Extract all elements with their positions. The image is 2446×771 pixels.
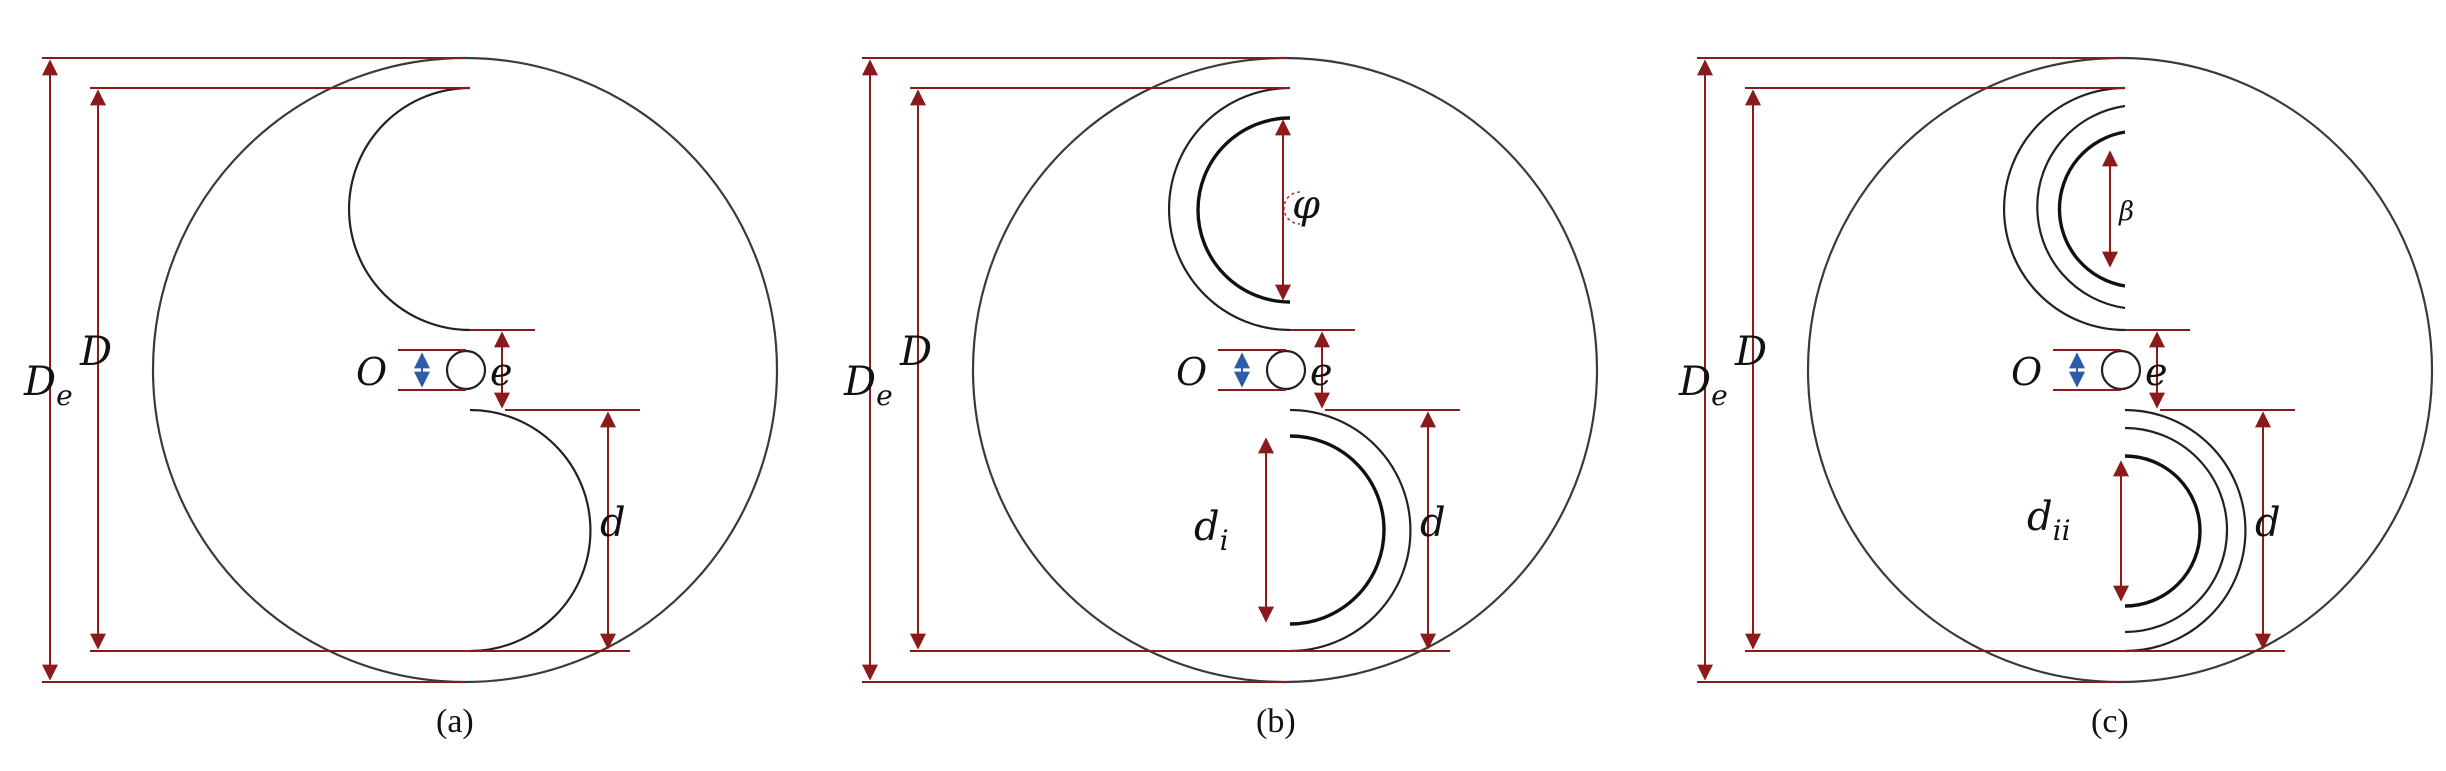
outer-circle bbox=[971, 56, 1599, 684]
shaft-circle bbox=[1265, 349, 1307, 391]
panel-caption-b: (b) bbox=[1256, 703, 1296, 740]
rotor-diameter-label: D bbox=[79, 329, 112, 375]
shaft-label: O bbox=[2011, 350, 2042, 394]
shaft-circle bbox=[2100, 349, 2142, 391]
upper-blade bbox=[2002, 86, 2126, 332]
upper-inner-blade bbox=[2057, 130, 2126, 288]
lower-middle-blade bbox=[2124, 426, 2229, 634]
inner-blade-label: dii bbox=[2027, 494, 2071, 547]
lower-inner-blade bbox=[2124, 454, 2202, 608]
upper-blade bbox=[347, 86, 471, 332]
outer-diameter-label: De bbox=[1678, 359, 1728, 412]
upper-inner-blade bbox=[1196, 116, 1291, 304]
shaft-circle bbox=[445, 349, 487, 391]
blade-diameter-label: d bbox=[600, 500, 626, 546]
lower-blade bbox=[469, 408, 592, 653]
angle-label: φ bbox=[1292, 182, 1320, 228]
panel-b: De D O e d di φ (b) bbox=[843, 56, 1599, 740]
outer-diameter-label: De bbox=[23, 359, 73, 412]
inner-blade-label: di bbox=[1194, 504, 1229, 557]
panel-a: De D O e d (a) bbox=[23, 56, 779, 740]
lower-blade bbox=[1289, 408, 1412, 653]
blade-diameter-label: d bbox=[2255, 500, 2281, 546]
shaft-label: O bbox=[1176, 350, 1207, 394]
outer-circle bbox=[151, 56, 779, 684]
blade-diameter-label: d bbox=[1420, 500, 1446, 546]
panel-caption-a: (a) bbox=[436, 703, 474, 740]
lower-blade bbox=[2124, 408, 2247, 653]
overlap-label: e bbox=[1310, 350, 1333, 394]
panel-c: De D O e d dii β (c) bbox=[1678, 56, 2434, 740]
shaft-label: O bbox=[356, 350, 387, 394]
overlap-label: e bbox=[490, 350, 513, 394]
outer-diameter-label: De bbox=[843, 359, 893, 412]
rotor-diameter-label: D bbox=[1734, 329, 1767, 375]
panel-caption-c: (c) bbox=[2091, 703, 2129, 740]
upper-blade bbox=[1167, 86, 1291, 332]
rotor-diameter-label: D bbox=[899, 329, 932, 375]
upper-middle-blade bbox=[2036, 104, 2126, 310]
overlap-label: e bbox=[2145, 350, 2168, 394]
angle-label: β bbox=[2118, 197, 2134, 227]
lower-inner-blade bbox=[1289, 434, 1386, 626]
